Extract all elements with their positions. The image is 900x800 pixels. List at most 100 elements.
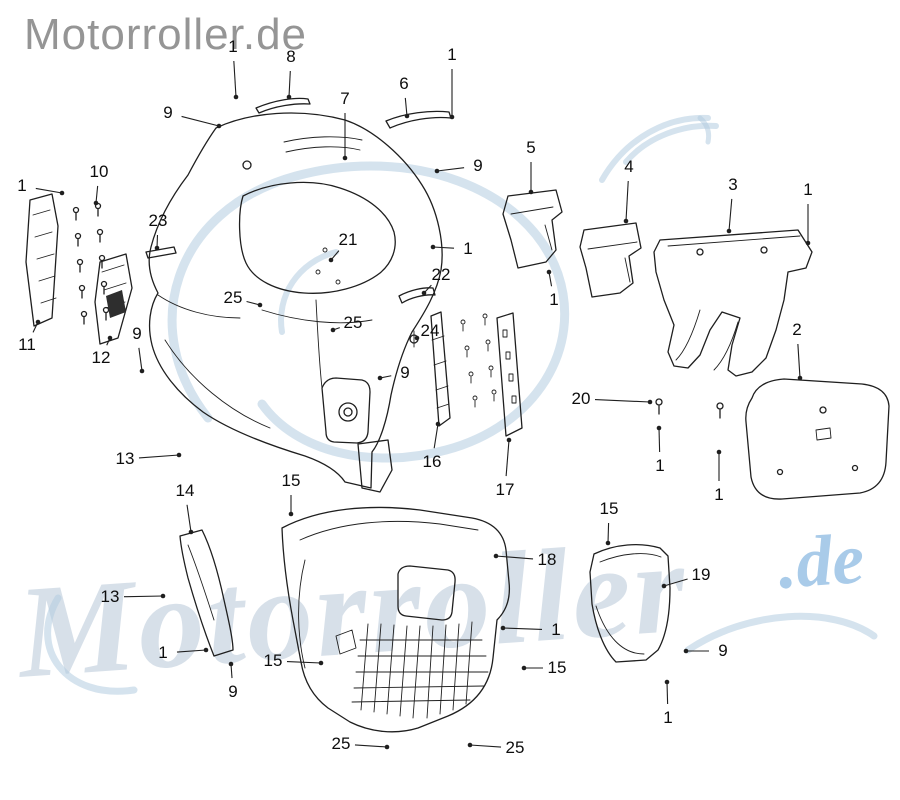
leader-line-9-5 [181,115,220,127]
leader-line-9-6 [436,167,465,172]
leader-line-1-44 [666,681,669,705]
leader-dot-24-19 [414,335,420,341]
leader-line-13-27 [138,454,180,459]
leader-dot-9-43 [228,661,234,667]
leader-dot-6-3 [404,113,410,119]
leader-dot-16-28 [435,421,441,427]
watermark-swirl-logo [44,114,878,695]
leader-dot-1-10 [805,240,811,246]
leader-dot-25-17 [257,302,263,308]
leader-dot-13-37 [160,593,166,599]
part-cover-14 [179,529,234,657]
leader-line-13-37 [123,595,164,598]
leader-line-6-3 [404,97,408,117]
leader-line-4-8 [625,180,629,222]
leader-dot-17-29 [506,437,512,443]
leader-dot-8-1 [286,94,292,100]
leader-line-9-22 [138,347,143,372]
leader-dot-4-8 [623,218,629,224]
leader-dot-13-27 [176,452,182,458]
leader-dot-19-36 [661,583,667,589]
leader-line-2-24 [797,343,801,379]
leader-dot-15-34 [605,540,611,546]
leader-line-1-0 [233,60,237,98]
leader-dot-15-33 [288,511,294,517]
leader-dot-1-44 [664,679,670,685]
leader-line-1-15 [432,246,455,249]
leader-dot-12-23 [107,335,113,341]
leader-dot-1-31 [716,449,722,455]
part-strip-17 [460,312,523,437]
leader-line-25-45 [354,744,388,748]
screw-set-20 [655,398,724,419]
leader-dot-5-7 [528,189,534,195]
leader-dot-1-15 [430,244,436,250]
part-vent-grille-12 [94,253,133,345]
leader-dot-9-25 [377,375,383,381]
leader-dot-25-45 [384,744,390,750]
leader-line-25-17 [246,300,261,306]
leader-dot-22-16 [421,290,427,296]
leader-dot-1-11 [59,190,65,196]
watermark-bird-icon [599,114,711,183]
leader-dot-25-46 [467,742,473,748]
leader-dot-20-26 [647,399,653,405]
leader-dot-9-5 [216,123,222,129]
leader-dot-14-32 [188,529,194,535]
leader-dot-10-12 [93,200,99,206]
leader-dot-1-40 [203,647,209,653]
leader-line-25-46 [469,744,502,748]
leader-line-1-40 [176,649,207,653]
leader-line-15-41 [286,661,322,664]
leader-dot-11-21 [35,319,41,325]
leader-dot-9-6 [434,168,440,174]
part-strip-16 [430,311,451,427]
leader-line-1-20 [548,271,553,287]
leader-line-1-11 [35,187,63,194]
floor-grille [351,621,489,719]
leader-line-1-30 [658,427,661,453]
part-footboard-3 [653,229,813,377]
leader-line-1-38 [502,627,543,631]
leader-dot-1-38 [500,625,506,631]
leader-line-16-28 [433,423,439,449]
leader-dot-3-9 [726,228,732,234]
leader-dot-1-0 [233,94,239,100]
leader-line-9-43 [230,663,233,679]
part-fastener-set-10 [72,202,110,325]
part-bracket-4 [579,222,642,298]
leader-line-20-26 [594,399,651,403]
leader-dot-15-42 [521,665,527,671]
leader-line-15-34 [607,522,610,544]
leader-dot-21-14 [328,257,334,263]
part-side-cover-2 [745,378,890,500]
leader-line-10-12 [95,185,99,204]
leader-dot-9-39 [683,648,689,654]
leader-dot-1-30 [656,425,662,431]
leader-dot-1-20 [546,269,552,275]
leader-line-17-29 [505,439,510,477]
leader-dot-25-18 [330,327,336,333]
leader-dot-7-4 [342,155,348,161]
leader-dot-9-22 [139,368,145,374]
leader-line-14-32 [186,504,192,533]
leader-line-18-35 [495,555,534,560]
leader-dot-2-24 [797,375,803,381]
part-floor-panel-18 [281,506,511,733]
part-bracket-5 [502,189,563,269]
leader-line-8-1 [288,70,291,98]
part-bar-23 [145,246,177,259]
leader-line-19-36 [663,578,688,587]
part-trim-strip-8 [255,97,311,114]
leader-dot-18-35 [493,553,499,559]
part-vent-strip-11 [25,193,59,327]
leader-dot-1-2 [449,114,455,120]
leader-line-3-9 [728,198,733,232]
part-strip-22 [398,287,436,304]
part-cover-19 [589,544,671,663]
leader-dot-15-41 [318,660,324,666]
watermark-top-left: Motorroller.de [24,10,308,59]
